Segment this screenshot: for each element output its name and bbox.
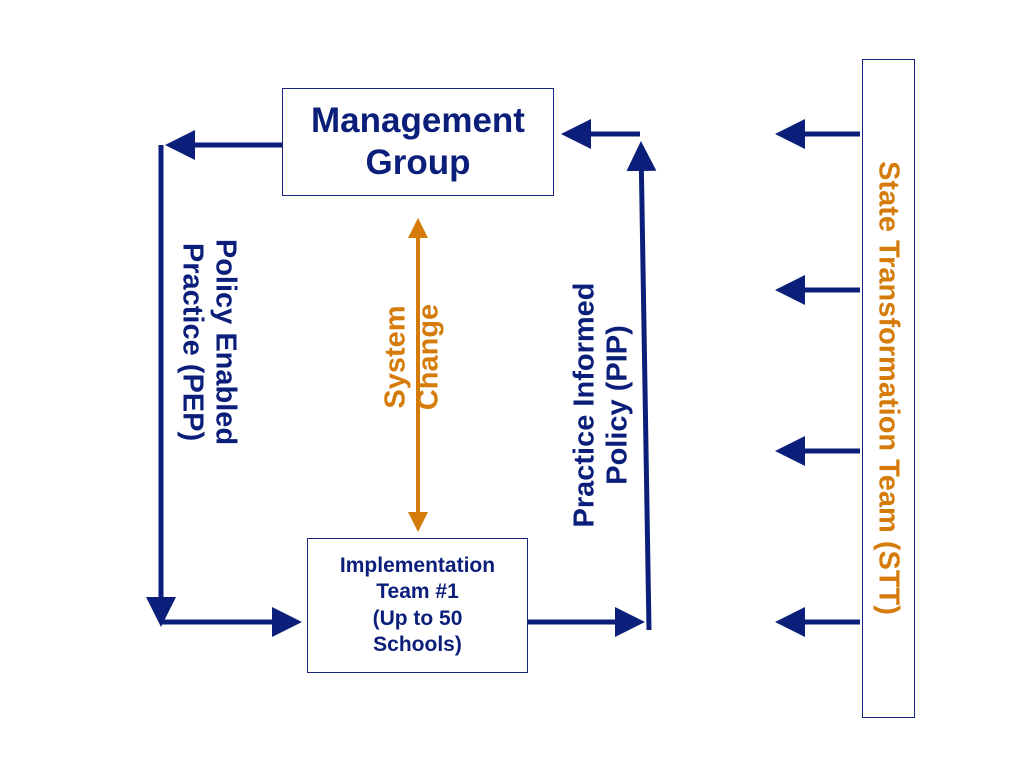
implementation-team-label: Implementation Team #1 (Up to 50 Schools… <box>339 554 496 656</box>
pip-vertical-arrow <box>626 141 657 631</box>
pep-label: Policy Enabled Practice (PEP) <box>176 238 242 446</box>
system-change-label: System Change <box>379 303 445 411</box>
stt-label: State Transformation Team (STT) <box>872 161 905 615</box>
stt-box <box>862 59 915 718</box>
management-group-box: Management Group <box>282 88 554 196</box>
implementation-team-box: Implementation Team #1 (Up to 50 Schools… <box>307 538 528 673</box>
pep-loop-arrow <box>146 130 302 637</box>
management-group-label: Management Group <box>311 101 525 182</box>
pip-loop-arrow <box>528 119 657 637</box>
stt-arrows <box>775 119 860 637</box>
pip-label: Practice Informed Policy (PIP) <box>568 282 634 528</box>
